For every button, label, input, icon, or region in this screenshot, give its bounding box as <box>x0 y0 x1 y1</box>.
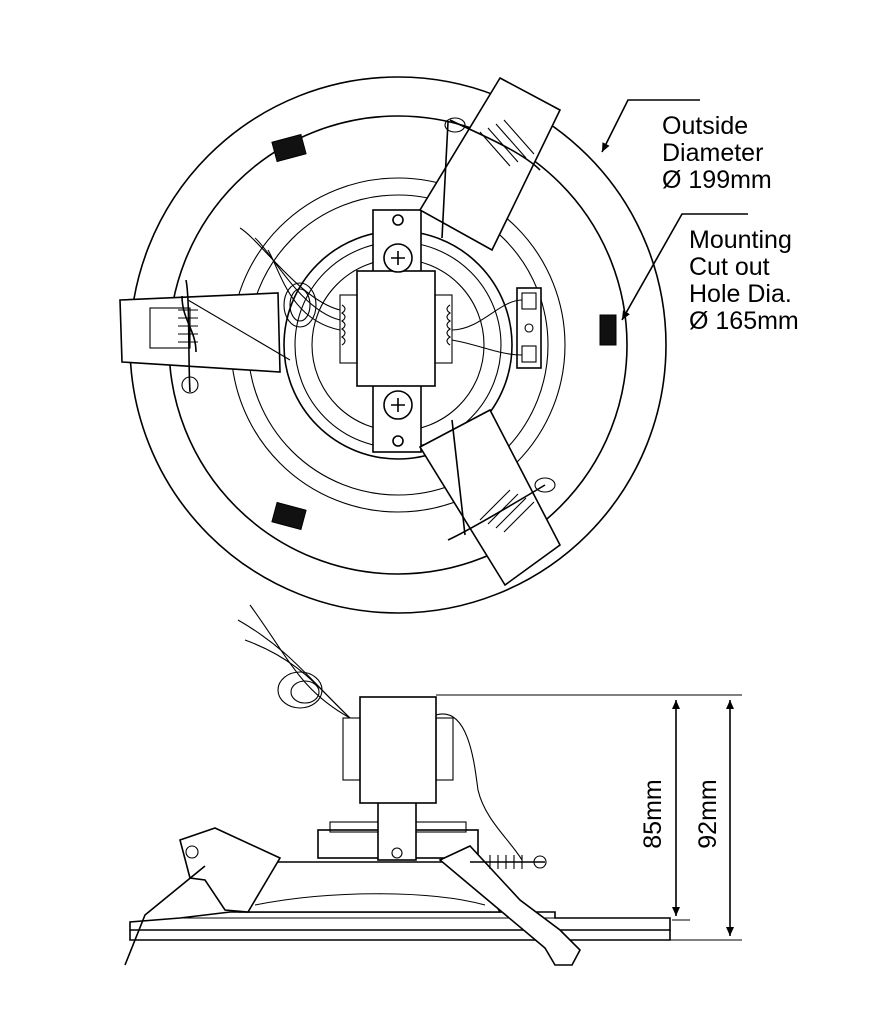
cutout-leader <box>621 213 748 321</box>
spring-clip-upper <box>418 76 562 252</box>
dim-85mm-label: 85mm <box>639 779 667 848</box>
transformer-body <box>356 270 436 387</box>
transformer-coil-left <box>339 294 358 364</box>
outside-diameter-label: Outside Diameter Ø 199mm <box>662 112 772 194</box>
label-line: Ø 165mm <box>689 307 799 335</box>
cutout-label: Mounting Cut out Hole Dia. Ø 165mm <box>689 226 799 335</box>
side-view: 85mm 92mm <box>124 604 742 966</box>
flange <box>129 911 671 931</box>
mounting-pad <box>271 501 307 531</box>
transformer-side <box>359 696 437 804</box>
outside-diameter-leader <box>601 99 700 153</box>
side-clip-right <box>438 845 581 966</box>
label-line: Cut out <box>689 253 770 281</box>
mounting-pad <box>599 314 617 346</box>
top-view <box>119 76 748 614</box>
mounting-pad <box>271 133 307 163</box>
label-line: Hole Dia. <box>689 280 792 308</box>
label-line: Ø 199mm <box>662 166 772 194</box>
rivet-icon <box>392 435 404 447</box>
label-line: Diameter <box>662 139 763 167</box>
side-clip-left <box>179 827 282 913</box>
spring-clip-lower <box>418 408 562 587</box>
transformer-coil-right <box>434 294 453 364</box>
label-line: Outside <box>662 112 748 140</box>
transformer-stem <box>377 799 417 861</box>
spring-clip-left <box>119 279 291 394</box>
label-line: Mounting <box>689 226 792 254</box>
dim-92mm-label: 92mm <box>694 779 722 848</box>
rivet-icon <box>392 214 404 226</box>
